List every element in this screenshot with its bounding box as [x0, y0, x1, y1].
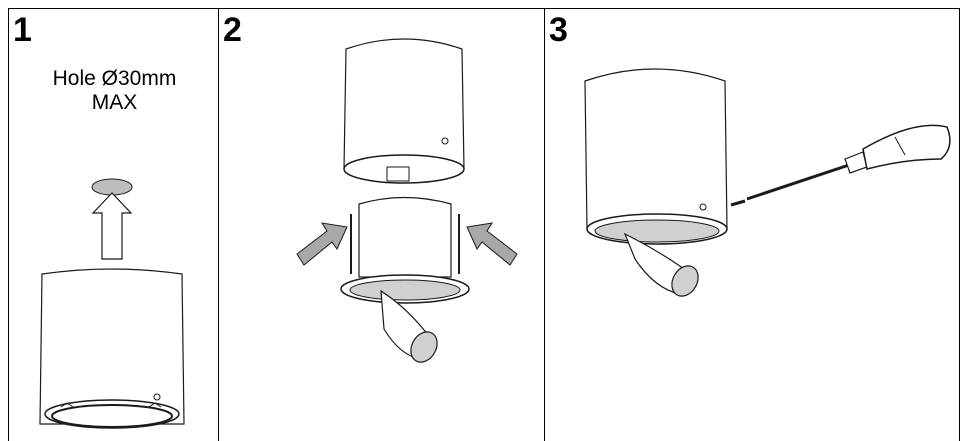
left-arrow-icon: [466, 222, 518, 266]
screw-icon: [441, 137, 449, 145]
step-2-number: 2: [223, 11, 242, 49]
step-1-panel: 1 Hole Ø30mm MAX: [8, 8, 219, 441]
step-1-number: 1: [13, 11, 32, 49]
hole-size-note: Hole Ø30mm MAX: [9, 67, 218, 115]
lamp-lens: [410, 331, 438, 363]
step-2-illustration: [296, 38, 518, 363]
step-3-number: 3: [549, 11, 568, 49]
latch: [386, 166, 410, 182]
installed-housing: [584, 68, 728, 230]
clip-right: [148, 402, 162, 408]
step-1-illustration: [39, 178, 185, 429]
insert-body: [358, 196, 452, 278]
step-3-illustration: [584, 68, 951, 297]
bezel-inner: [349, 279, 461, 301]
clip-left: [60, 402, 74, 408]
upper-housing: [343, 38, 465, 170]
screw-icon: [699, 203, 707, 211]
right-arrow-icon: [296, 222, 348, 266]
step-3-panel: 3: [544, 8, 960, 441]
installed-inner-rim: [594, 219, 720, 243]
mounting-screw: [730, 199, 746, 207]
housing-body: [39, 268, 185, 425]
step-2-panel: 2: [218, 8, 545, 441]
up-arrow-icon: [91, 192, 133, 260]
screwdriver-icon: [746, 124, 951, 201]
hole-size-max-label: MAX: [91, 91, 138, 114]
housing-inner-rim: [51, 404, 173, 428]
hole-size-label: Hole Ø30mm: [52, 67, 177, 90]
lamp-lens: [671, 265, 699, 297]
screw-icon: [153, 393, 161, 401]
